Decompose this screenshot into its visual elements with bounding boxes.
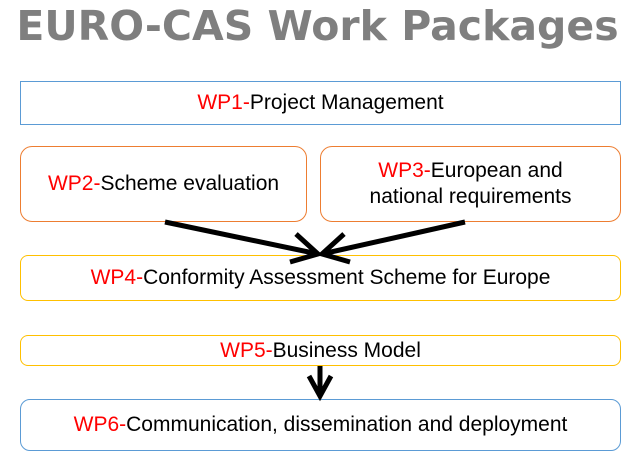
wp2-box: WP2-Scheme evaluation bbox=[20, 146, 307, 222]
wp5-box: WP5-Business Model bbox=[20, 335, 621, 366]
wp-id: WP1- bbox=[197, 91, 250, 114]
wp6-box: WP6-Communication, dissemination and dep… bbox=[20, 399, 621, 451]
wp4-box: WP4-Conformity Assessment Scheme for Eur… bbox=[20, 255, 621, 301]
wp-id: WP3- bbox=[378, 159, 431, 182]
wp-id: WP2- bbox=[47, 172, 101, 195]
wp-name: European and national requirements bbox=[369, 159, 572, 208]
wp-name: Conformity Assessment Scheme for Europe bbox=[143, 266, 551, 289]
wp1-box: WP1-Project Management bbox=[20, 81, 621, 125]
arrow-wp3-to-wp4 bbox=[316, 219, 466, 265]
arrow-wp5-to-wp6 bbox=[306, 366, 334, 402]
page-title: EURO-CAS Work Packages bbox=[16, 2, 619, 50]
wp-name: Business Model bbox=[272, 338, 421, 362]
wp-name: Project Management bbox=[249, 91, 444, 114]
arrow-wp2-to-wp4 bbox=[164, 219, 324, 265]
wp3-box: WP3-European and national requirements bbox=[320, 146, 621, 222]
wp-id: WP6- bbox=[73, 413, 127, 436]
wp-id: WP4- bbox=[90, 266, 144, 289]
wp-name: Communication, dissemination and deploym… bbox=[126, 413, 568, 436]
wp-name: Scheme evaluation bbox=[100, 172, 280, 195]
wp-id: WP5- bbox=[220, 338, 273, 362]
